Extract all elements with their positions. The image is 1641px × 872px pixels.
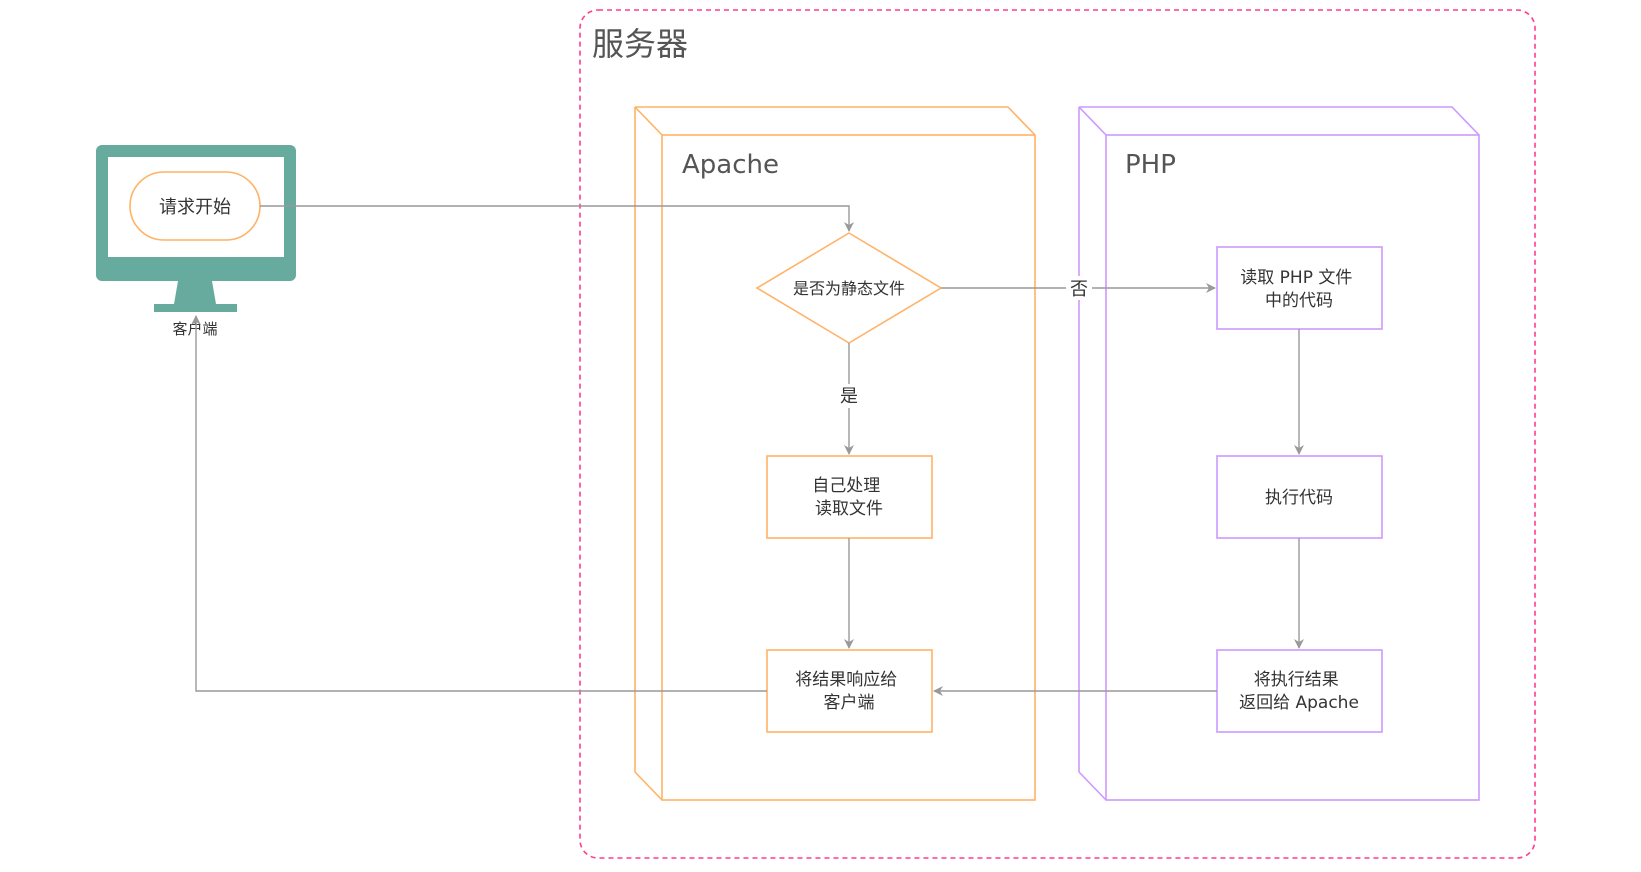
php-box: [1078, 106, 1480, 801]
read-code-label: 读取 PHP 文件 中的代码: [1240, 268, 1358, 311]
no-label: 否: [1070, 279, 1088, 300]
respond-node: [766, 649, 933, 733]
apache-title: Apache: [682, 150, 779, 180]
self-process-node: [766, 455, 933, 539]
read-code-node: [1216, 246, 1383, 330]
execute-label: 执行代码: [1265, 488, 1333, 508]
server-container: [579, 9, 1536, 859]
apache-box: [634, 106, 1036, 801]
request-start-label: 请求开始: [159, 197, 231, 218]
arrow-respond-to-client: [191, 315, 767, 692]
arrow-start-to-decision: [260, 205, 854, 232]
decision-label: 是否为静态文件: [793, 279, 905, 298]
respond-line-1: 将结果响应给: [795, 670, 897, 690]
server-title: 服务器: [592, 25, 688, 63]
read-code-line-2: 中的代码: [1265, 291, 1333, 311]
php-title: PHP: [1125, 150, 1176, 180]
self-process-label: 自己处理 读取文件: [812, 476, 885, 519]
self-process-line-1: 自己处理: [812, 476, 880, 496]
client-label: 客户端: [172, 320, 217, 338]
execute-node: [1216, 455, 1383, 539]
respond-line-2: 客户端: [824, 693, 875, 713]
return-result-line-1: 将执行结果: [1254, 670, 1339, 690]
return-result-node: [1216, 649, 1383, 733]
self-process-line-2: 读取文件: [815, 499, 883, 519]
no-label-bg: [1066, 276, 1092, 300]
respond-label: 将结果响应给 客户端: [795, 670, 902, 713]
read-code-line-1: 读取 PHP 文件: [1240, 268, 1352, 288]
return-result-line-2: 返回给 Apache: [1239, 693, 1359, 713]
yes-label-bg: [836, 384, 862, 408]
yes-label: 是: [840, 386, 858, 407]
return-result-label: 将执行结果 返回给 Apache: [1239, 670, 1359, 713]
